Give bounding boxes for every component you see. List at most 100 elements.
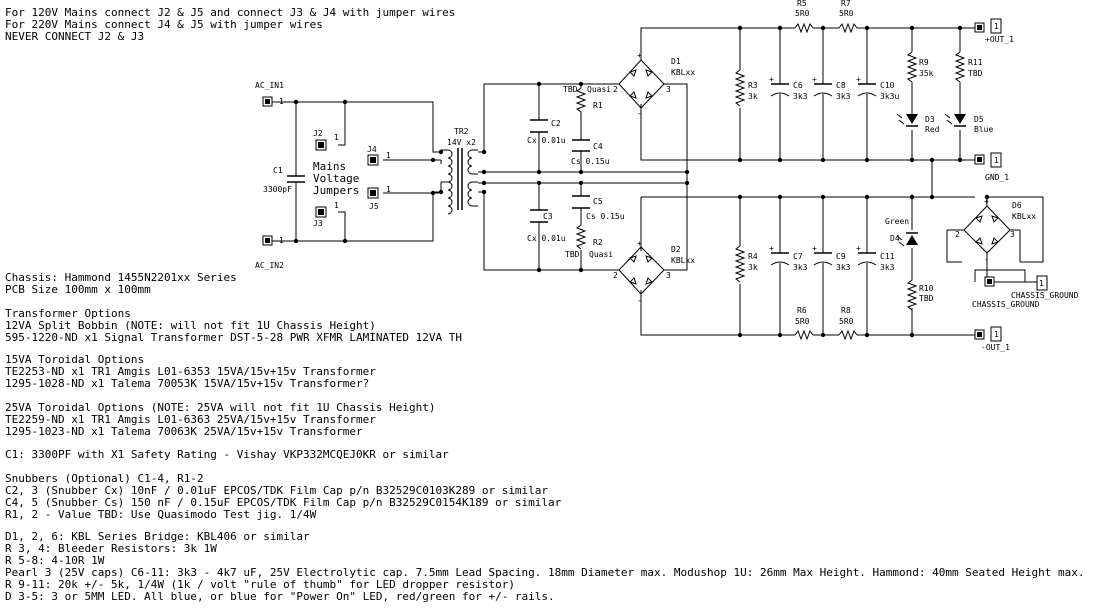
junction-dot (578, 180, 584, 186)
junction-dot (438, 149, 444, 155)
component-ref: J4 (367, 145, 377, 154)
component-ref: R9 (919, 58, 929, 67)
resistor-r9: R9 35k (906, 51, 934, 83)
junction-dot (984, 194, 990, 200)
pin-label: 3 (666, 85, 671, 94)
junction-dot (820, 157, 826, 163)
junction-dot (864, 332, 870, 338)
pin-label: + (984, 197, 989, 206)
component-ref: C10 (880, 81, 895, 90)
junction-dot (481, 169, 487, 175)
pin-number: 1 (279, 236, 284, 245)
label-line: Voltage (313, 172, 359, 185)
capacitor-c3: C3 Cx 0.01u (527, 209, 566, 243)
component-value: KBLxx (671, 256, 695, 265)
component-value: Cs 0.15u (586, 212, 625, 221)
component-ref: C2 (551, 119, 561, 128)
component-value: Cs 0.15u (571, 157, 610, 166)
pin-label: 2 (613, 85, 618, 94)
component-value: Quasi (587, 85, 611, 94)
junction-dot (430, 157, 436, 163)
capacitor-c9: + C9 3k3 (812, 244, 851, 272)
capacitor-c11: + C11 3k3 (856, 244, 895, 272)
port-gnd1: 1 GND_1 (974, 152, 1009, 182)
jumper-j5: J5 1 (367, 185, 391, 211)
component-ref: C9 (836, 252, 846, 261)
note-line: D 3-5: 3 or 5MM LED. All blue, or blue f… (5, 590, 555, 603)
resistor-r7: R7 5R0 (838, 0, 858, 34)
bridge-rectifier-d6: + 2 3 - D6 KBLxx (947, 197, 1036, 264)
junction-dot (929, 157, 935, 163)
capacitor-c2: C2 Cx 0.01u (527, 119, 566, 145)
component-ref: C1 (273, 166, 283, 175)
top-notes: For 120V Mains connect J2 & J5 and conne… (5, 6, 455, 43)
junction-dot (342, 99, 348, 105)
junction-dot (777, 332, 783, 338)
component-value: 5R0 (795, 9, 810, 18)
junction-dot (536, 267, 542, 273)
junction-dot (820, 25, 826, 31)
label-line: Mains (313, 160, 346, 173)
note-line: R 9-11: 20k +/- 5k, 1/4W (1k / volt "rul… (5, 578, 515, 591)
port-label: CHASSIS_GROUND (972, 300, 1040, 309)
capacitor-c4: C4 Cs 0.15u (571, 139, 610, 166)
junction-dot (777, 157, 783, 163)
component-ref: D6 (1012, 201, 1022, 210)
note-line: R 5-8: 4-10R 1W (5, 554, 105, 567)
led-d4: Green D4 (885, 217, 918, 247)
junction-dot (536, 81, 542, 87)
resistor-r1: TBD Quasi R1 (563, 85, 611, 113)
component-ref: J5 (369, 202, 379, 211)
component-value: 3k3 (836, 92, 851, 101)
pin-label: - (637, 109, 642, 118)
component-value: KBLxx (671, 68, 695, 77)
junction-dot (909, 157, 915, 163)
component-ref: R4 (748, 252, 758, 261)
note-line: 1295-1028-ND x1 Talema 70053K 15VA/15v+1… (5, 377, 369, 390)
pin-label: - (984, 255, 989, 264)
junction-dot (536, 180, 542, 186)
junction-dot (684, 180, 690, 186)
junction-dot (578, 267, 584, 273)
pin-label: + (637, 51, 642, 60)
component-value: 5R0 (795, 317, 810, 326)
port-chassis-ground: 1 CHASSIS_GROUND CHASSIS_GROUND (972, 275, 1079, 309)
pin-number: 1 (334, 133, 339, 142)
component-value: Cx 0.01u (527, 136, 566, 145)
component-value: KBLxx (1012, 212, 1036, 221)
jumper-j4: J4 1 (367, 145, 391, 166)
junction-dot (293, 238, 299, 244)
component-ref: D2 (671, 245, 681, 254)
component-ref: C4 (593, 142, 603, 151)
junction-dot (777, 194, 783, 200)
pin-number: 1 (994, 330, 999, 339)
note-line: D1, 2, 6: KBL Series Bridge: KBL406 or s… (5, 530, 310, 543)
component-value: 3k (748, 92, 758, 101)
resistor-r3: R3 3k (734, 69, 758, 107)
bottom-notes: Chassis: Hammond 1455N2201xx Series PCB … (5, 271, 1084, 603)
component-value: 3k3 (836, 263, 851, 272)
polarity-mark: + (856, 75, 861, 84)
jumper-j2: J2 1 (313, 129, 339, 151)
pin-number: 1 (386, 185, 391, 194)
junction-dot (864, 194, 870, 200)
component-ref: C5 (593, 197, 603, 206)
note-line: C4, 5 (Snubber Cs) 150 nF / 0.15uF EPCOS… (5, 496, 562, 509)
component-ref: R2 (593, 238, 603, 247)
component-ref: C6 (793, 81, 803, 90)
note-line: 15VA Toroidal Options (5, 353, 144, 366)
component-value: 3300pF (263, 185, 292, 194)
junction-dot (737, 332, 743, 338)
junction-dot (737, 157, 743, 163)
port-label: AC_IN1 (255, 81, 284, 90)
pin-label: 3 (1010, 230, 1015, 239)
label-line: Jumpers (313, 184, 359, 197)
junction-dot (481, 180, 487, 186)
component-ref: R7 (841, 0, 851, 8)
pin-number: 1 (1039, 279, 1044, 288)
component-ref: TR2 (454, 127, 469, 136)
bridge-rectifier-d1: + 2 3 - D1 KBLxx (613, 51, 695, 118)
note-line: 12VA Split Bobbin (NOTE: will not fit 1U… (5, 319, 376, 332)
capacitor-c1: C1 3300pF (263, 163, 305, 195)
